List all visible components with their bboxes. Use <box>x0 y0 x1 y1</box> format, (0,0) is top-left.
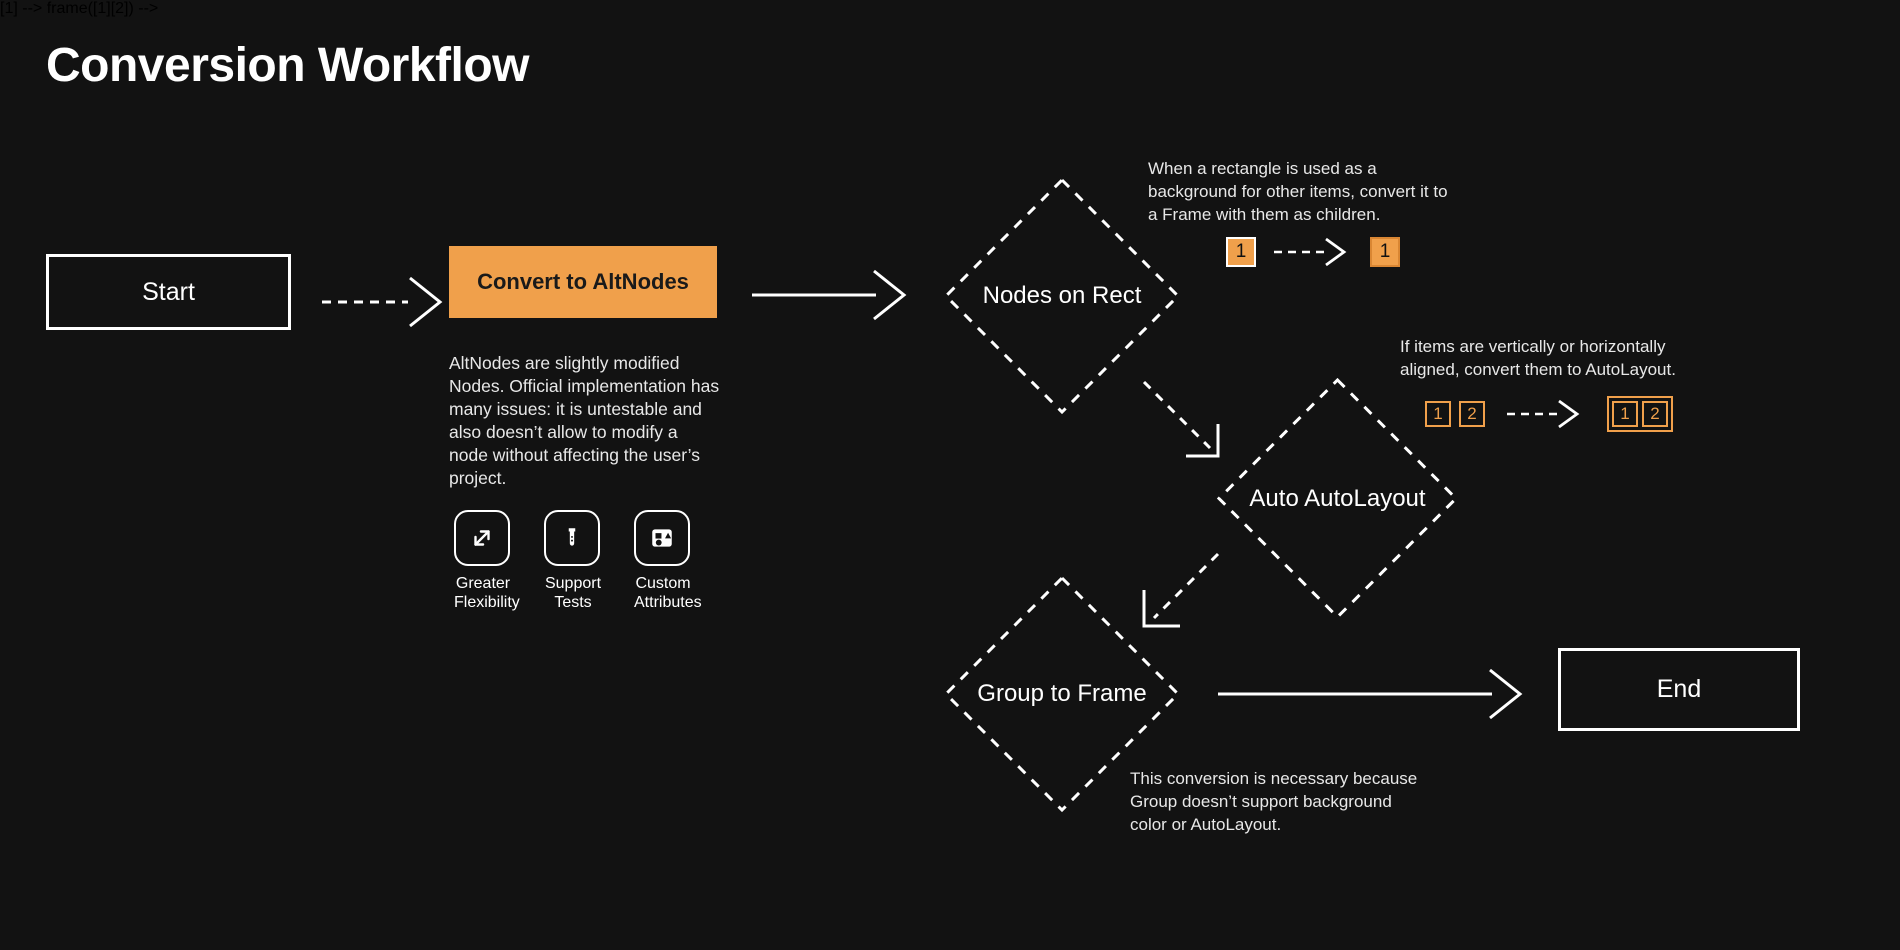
description-auto-autolayout: If items are vertically or horizontally … <box>1400 337 1676 379</box>
arrow-nodesonrect-to-autolayout <box>1140 378 1232 470</box>
node-end[interactable]: End <box>1558 648 1800 731</box>
page-title: Conversion Workflow <box>46 39 530 92</box>
feature-label-line2: Tests <box>554 593 592 611</box>
node-convert-to-altnodes[interactable]: Convert to AltNodes <box>449 246 717 318</box>
illustration-rect-to-frame: 1 1 <box>1226 235 1400 269</box>
description-nodes-on-rect: When a rectangle is used as a background… <box>1148 159 1448 224</box>
badge-item: 1 <box>1226 237 1256 267</box>
node-start-label: Start <box>142 277 195 306</box>
node-end-label: End <box>1656 675 1702 703</box>
badge-item: 1 <box>1370 237 1400 267</box>
badge-item: 1 <box>1425 401 1451 427</box>
test-tube-icon <box>544 510 600 566</box>
feature-greater-flexibility[interactable]: Greater Flexibility <box>454 510 520 613</box>
description-group-to-frame: This conversion is necessary because Gro… <box>1130 769 1418 834</box>
node-auto-autolayout[interactable]: Auto AutoLayout <box>1215 376 1460 621</box>
arrow-convert-to-nodesonrect <box>752 265 912 325</box>
feature-label-line1: Support <box>544 575 602 592</box>
arrow-autolayout-to-grouptoframe <box>1140 550 1232 642</box>
feature-label-line1: Custom <box>635 575 691 592</box>
arrow-start-to-convert <box>322 272 447 332</box>
node-auto-autolayout-label: Auto AutoLayout <box>1249 484 1426 512</box>
node-start[interactable]: Start <box>46 254 291 330</box>
feature-custom-attributes[interactable]: Custom Attributes <box>634 510 702 613</box>
expand-arrows-icon <box>454 510 510 566</box>
feature-support-tests[interactable]: Support Tests <box>544 510 602 613</box>
illustration-before-group: 1 2 <box>1425 401 1485 427</box>
feature-label-line1: Greater <box>455 575 511 592</box>
feature-label-line2: Attributes <box>634 593 702 611</box>
description-altnodes: AltNodes are slightly modified Nodes. Of… <box>449 353 720 489</box>
illustration-after-frame: 1 2 <box>1607 396 1673 432</box>
shapes-attributes-icon <box>634 510 690 566</box>
badge-item: 1 <box>1612 401 1638 427</box>
node-convert-label: Convert to AltNodes <box>477 269 689 294</box>
arrow-grouptoframe-to-end <box>1218 664 1528 724</box>
badge-item: 2 <box>1642 401 1668 427</box>
badge-item: 2 <box>1459 401 1485 427</box>
illustration-items-to-autolayout: 1 2 1 2 <box>1425 396 1673 432</box>
feature-list: Greater Flexibility Support Tests <box>454 510 702 613</box>
feature-label-line2: Flexibility <box>454 593 520 611</box>
